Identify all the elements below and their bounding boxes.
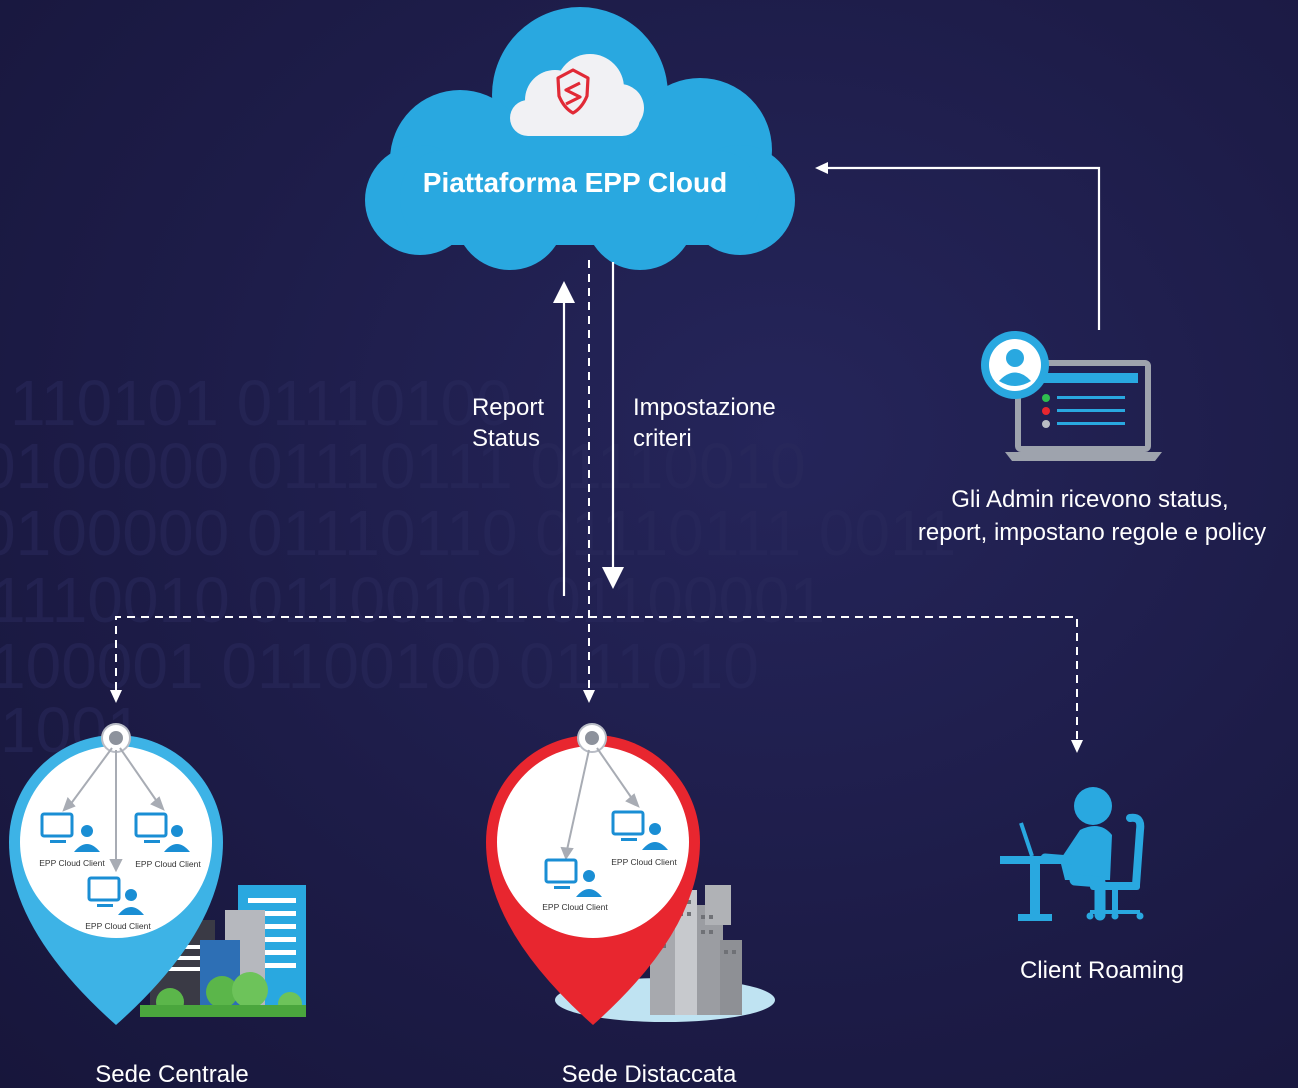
arrowhead-sede-distaccata: [583, 690, 595, 703]
cloud-title: Piattaforma EPP Cloud: [423, 167, 727, 198]
roaming-label: Client Roaming: [1020, 957, 1184, 984]
admin-caption-line-1: Gli Admin ricevono status,: [951, 486, 1228, 513]
client-computer-icon: [40, 812, 100, 852]
person-at-desk-icon: [1000, 787, 1145, 921]
hq-distribution-lines: [62, 747, 165, 873]
arrowhead-client-roaming: [1071, 740, 1083, 753]
report-label: Report: [472, 394, 544, 421]
admin-caption-line-2: report, impostano regole e policy: [918, 519, 1266, 546]
shield-s-icon: [556, 68, 590, 115]
client-label: EPP Cloud Client: [611, 857, 677, 867]
client-label: EPP Cloud Client: [85, 921, 151, 931]
site-sede-distaccata[interactable]: EPP Cloud Client EPP Cloud Client Sede D…: [486, 723, 775, 1088]
client-label: EPP Cloud Client: [39, 858, 105, 868]
client-label: EPP Cloud Client: [135, 859, 201, 869]
background-binary: 110101 01110100 0100000 01110111 0111001…: [0, 367, 956, 766]
arrowhead-sede-centrale: [110, 690, 122, 703]
admin-laptop-icon: [981, 331, 1162, 461]
admin-to-cloud-arrow: [815, 162, 1101, 330]
bg-bits-line: 0100000 01110110 01110111 0011: [0, 497, 956, 569]
site-sede-centrale[interactable]: EPP Cloud Client EPP Cloud Client EPP Cl…: [9, 723, 306, 1088]
bg-bits-line: 0100000 01110111 01110010: [0, 430, 806, 502]
branch-distribution-lines: [560, 747, 640, 861]
bg-bits-line: 110101 01110100: [10, 367, 512, 439]
client-computer-icon: [87, 876, 144, 915]
criteria-label: criteri: [633, 425, 692, 452]
client-label: EPP Cloud Client: [542, 902, 608, 912]
policy-label: Impostazione: [633, 394, 776, 421]
site-name: Sede Distaccata: [562, 1061, 737, 1088]
site-name: Sede Centrale: [95, 1061, 248, 1088]
client-computer-icon: [134, 812, 190, 852]
client-computer-icon: [544, 858, 602, 897]
status-label: Status: [472, 425, 540, 452]
epp-cloud-platform[interactable]: Piattaforma EPP Cloud: [365, 7, 795, 270]
client-roaming[interactable]: Client Roaming: [1000, 787, 1184, 984]
bg-bits-line: 1110010 01100101 01100001: [0, 564, 825, 636]
distribution-bus: [115, 616, 1078, 740]
bg-bits-line: 100001 01100100 0111010: [0, 630, 759, 702]
client-computer-icon: [611, 810, 668, 850]
